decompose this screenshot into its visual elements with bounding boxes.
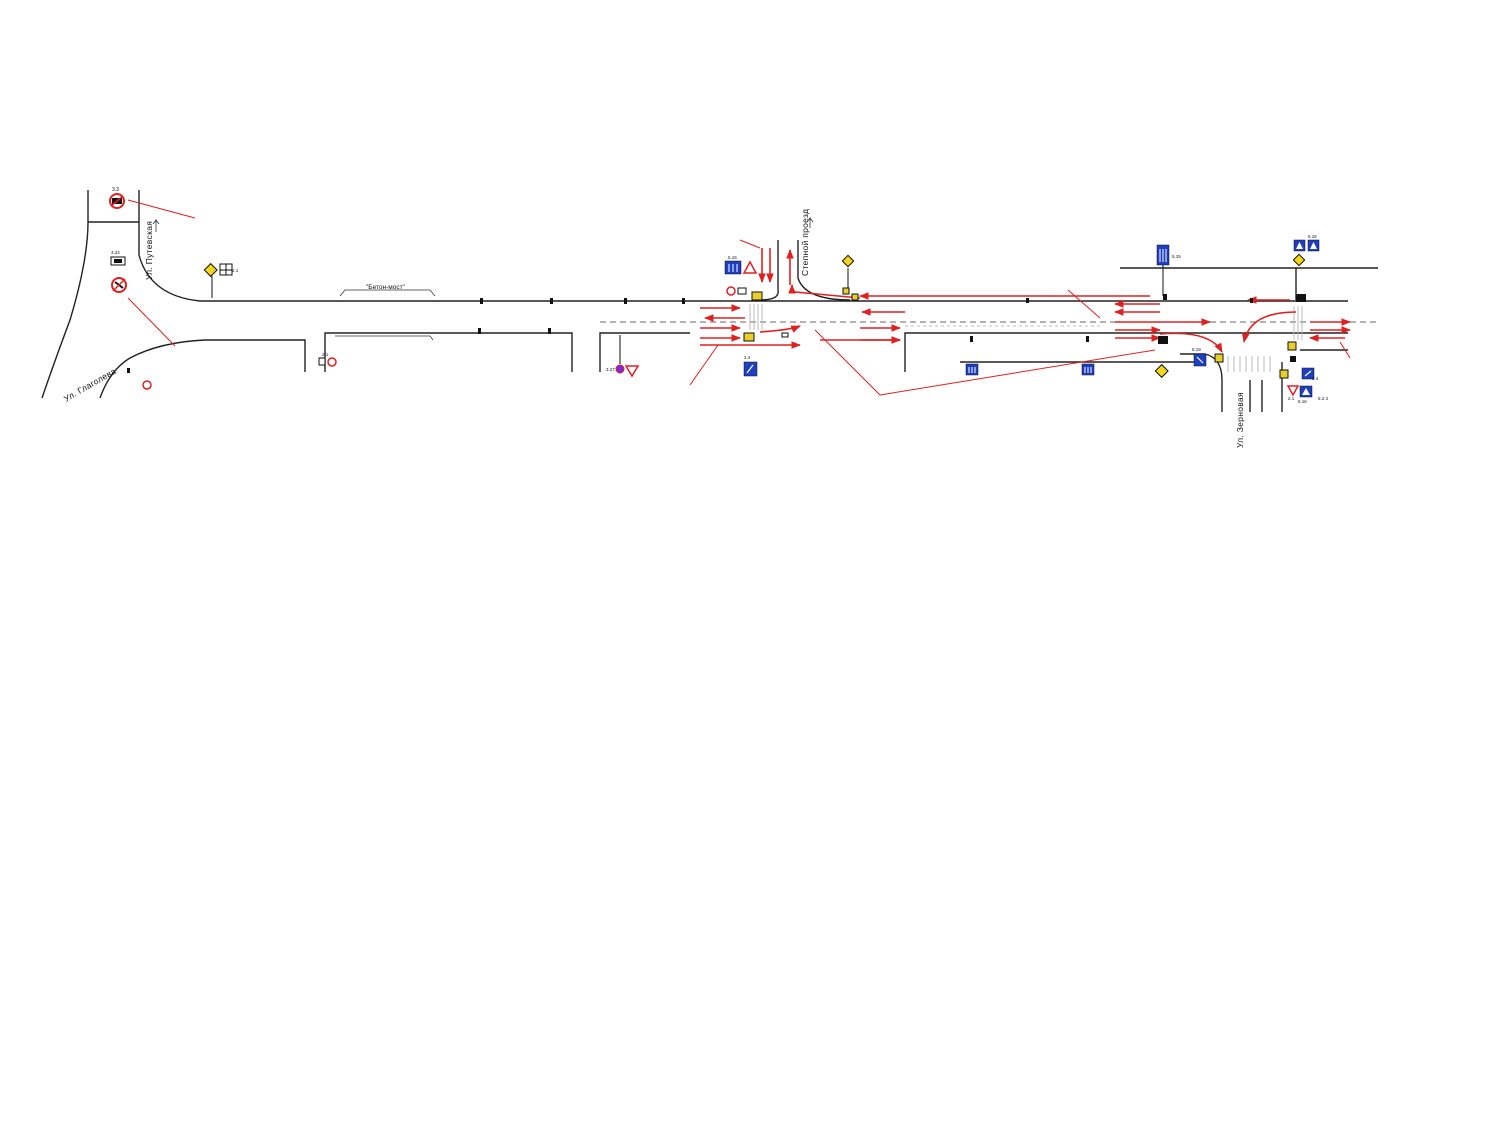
lane-direction-sign-icon: 5.19 [1192, 347, 1207, 367]
sign-code-1: 3.3 [112, 187, 119, 193]
sign-code-6: 3.27 [606, 367, 615, 372]
lane-direction-sign-icon: 5.16 [1298, 367, 1315, 404]
sign-code-7: 5.19 [1192, 347, 1201, 352]
lane-direction-sign-icon [1156, 244, 1170, 296]
street-labels: Ул. Путевская Ул. Глаголева Степной прое… [62, 209, 1245, 448]
no-parking-sign-icon [111, 277, 127, 293]
no-entry-sign-icon [127, 368, 152, 390]
sign-code-2: 3.24 [111, 250, 120, 255]
pedestrian-crossings [749, 304, 1303, 372]
sign-code-10: 2.1 [1288, 396, 1295, 401]
sign-code-5: 2.4 [744, 355, 751, 360]
sign-code-4: 5.15 [728, 255, 737, 260]
sign-code-11: 5.16 [1308, 234, 1317, 239]
no-trucks-sign-icon: 3.3 [109, 187, 125, 209]
lane-direction-sign-icon: 5.15 [724, 255, 758, 275]
street-label-glagoleva: Ул. Глаголева [62, 366, 118, 404]
sign-poles [478, 294, 1253, 342]
sign-code-9: 5.16 [1298, 399, 1307, 404]
lane-direction-sign-icon [1081, 363, 1095, 376]
road-edges [41, 190, 1378, 412]
sign-code-13: 2.4 [1312, 376, 1319, 381]
sign-leader-lines [127, 199, 1351, 396]
sign-code-3: 2.1 [232, 268, 239, 273]
street-label-zernovaya: Ул. Зерновая [1235, 392, 1245, 448]
traffic-direction-arrows [700, 248, 1351, 353]
sign-code-8: 2.1 [322, 352, 329, 357]
street-label-stepnoy: Степной проезд [800, 209, 810, 276]
lane-direction-sign-icon: 2.4 [743, 355, 758, 377]
pedestrian-crossing-sign-icon [1293, 239, 1320, 252]
sign-code-12: 5.15 [1172, 254, 1181, 259]
street-label-putevaya: Ул. Путевская [144, 221, 154, 280]
no-entry-sign-icon: 2.1 [318, 352, 337, 367]
priority-road-sign-icon [1154, 363, 1169, 379]
sign-code-14: 8.2.4 [1318, 396, 1329, 401]
info-plate-icon: 3.24 [110, 250, 126, 266]
yield-sign-icon: 3.27 [606, 335, 640, 378]
yield-sign-icon: 2.1 [1286, 385, 1300, 401]
priority-road-sign-icon [1292, 253, 1306, 267]
traffic-light-icon [743, 291, 1306, 379]
no-entry-sign-icon [726, 286, 747, 296]
lane-direction-sign-icon [965, 363, 979, 376]
priority-road-sign-icon: 2.1 [203, 262, 239, 298]
priority-road-sign-icon [841, 254, 855, 295]
bus-stop-label: "Бетон-мост" [366, 284, 406, 291]
